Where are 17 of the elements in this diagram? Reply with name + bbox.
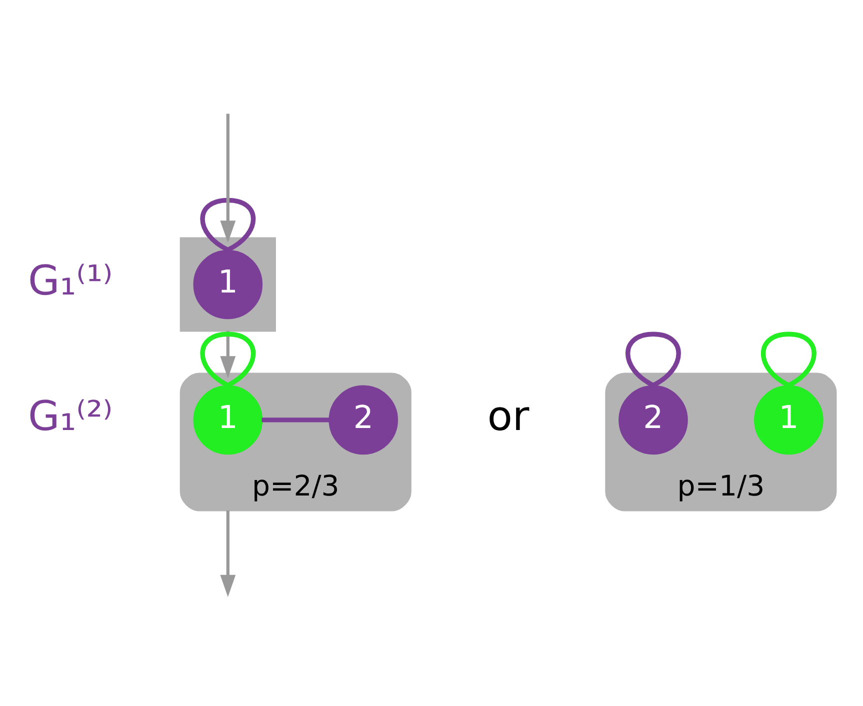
node-circle: 1 <box>754 385 824 455</box>
node-circle: 2 <box>328 385 398 455</box>
arrow <box>220 330 236 378</box>
label: or <box>487 392 530 440</box>
label: G₁⁽²⁾ <box>28 392 113 440</box>
label: G₁⁽¹⁾ <box>28 256 113 304</box>
node-circle: 1 <box>193 385 263 455</box>
node-circle: 1 <box>193 250 263 320</box>
arrow <box>220 114 236 243</box>
connector <box>262 418 330 422</box>
connector <box>200 198 256 252</box>
connector <box>626 332 681 388</box>
connector <box>200 332 256 388</box>
connector <box>760 332 816 388</box>
node-circle: 2 <box>618 385 688 455</box>
cluster <box>180 237 276 332</box>
arrow <box>220 510 236 597</box>
